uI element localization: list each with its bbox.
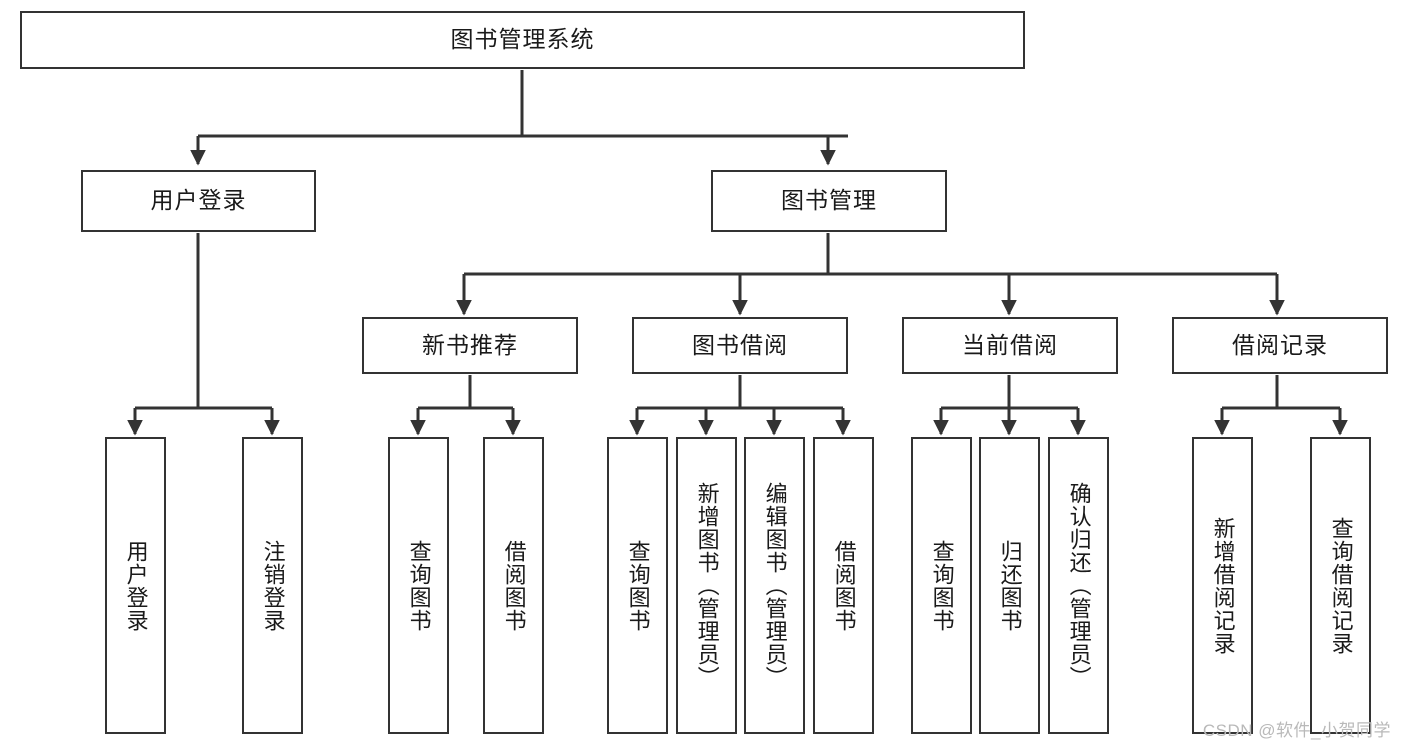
leaf-book-borrow-edit-book-admin[interactable]: 编辑图书（管理员） <box>744 437 805 734</box>
node-label: 用户登录 <box>123 539 149 632</box>
node-book-borrow[interactable]: 图书借阅 <box>632 317 848 374</box>
node-label: 编辑图书（管理员） <box>762 482 788 689</box>
node-label: 注销登录 <box>260 539 286 632</box>
leaf-new-book-borrow-book[interactable]: 借阅图书 <box>483 437 544 734</box>
node-label: 图书管理 <box>781 187 877 214</box>
node-label: 查询图书 <box>929 539 955 632</box>
node-label: 新增借阅记录 <box>1210 516 1236 655</box>
node-label: 借阅图书 <box>501 539 527 632</box>
node-label: 图书管理系统 <box>450 26 595 53</box>
leaf-new-book-query-book[interactable]: 查询图书 <box>388 437 449 734</box>
node-label: 新增图书（管理员） <box>694 482 720 689</box>
node-label: 归还图书 <box>997 539 1023 632</box>
node-label: 借阅图书 <box>831 539 857 632</box>
node-label: 确认归还（管理员） <box>1066 482 1092 689</box>
leaf-user-login-logout[interactable]: 注销登录 <box>242 437 303 734</box>
node-label: 当前借阅 <box>962 331 1058 358</box>
node-current-borrow[interactable]: 当前借阅 <box>902 317 1118 374</box>
leaf-book-borrow-borrow-book[interactable]: 借阅图书 <box>813 437 874 734</box>
leaf-book-borrow-query-book[interactable]: 查询图书 <box>607 437 668 734</box>
leaf-user-login-login[interactable]: 用户登录 <box>105 437 166 734</box>
node-label: 查询借阅记录 <box>1328 516 1354 655</box>
node-book-management[interactable]: 图书管理 <box>711 170 947 232</box>
node-label: 图书借阅 <box>692 331 788 358</box>
node-borrow-records[interactable]: 借阅记录 <box>1172 317 1388 374</box>
leaf-borrow-records-query-record[interactable]: 查询借阅记录 <box>1310 437 1371 734</box>
node-label: 新书推荐 <box>422 331 518 358</box>
leaf-book-borrow-add-book-admin[interactable]: 新增图书（管理员） <box>676 437 737 734</box>
leaf-current-borrow-confirm-return-admin[interactable]: 确认归还（管理员） <box>1048 437 1109 734</box>
leaf-current-borrow-query-book[interactable]: 查询图书 <box>911 437 972 734</box>
node-label: 查询图书 <box>625 539 651 632</box>
node-label: 查询图书 <box>406 539 432 632</box>
leaf-borrow-records-add-record[interactable]: 新增借阅记录 <box>1192 437 1253 734</box>
node-new-book-recommend[interactable]: 新书推荐 <box>362 317 578 374</box>
leaf-current-borrow-return-book[interactable]: 归还图书 <box>979 437 1040 734</box>
node-label: 借阅记录 <box>1232 331 1328 358</box>
node-label: 用户登录 <box>150 187 247 214</box>
csdn-watermark: CSDN @软件_小贺同学 <box>1202 721 1391 740</box>
node-user-login[interactable]: 用户登录 <box>81 170 316 232</box>
node-root-book-management-system[interactable]: 图书管理系统 <box>20 11 1025 69</box>
